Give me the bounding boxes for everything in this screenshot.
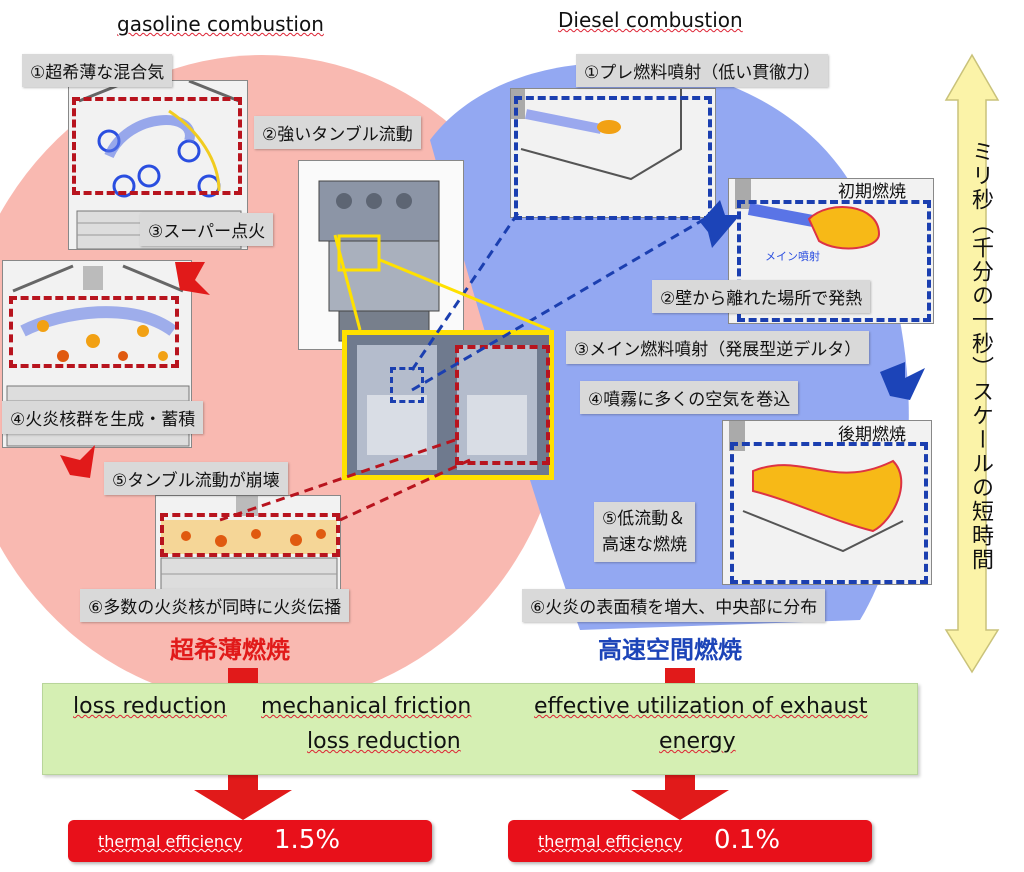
diesel-chamber-1	[510, 88, 716, 218]
gasoline-cylinder-3-frame	[160, 513, 340, 557]
gasoline-cylinder-2-frame	[9, 296, 179, 368]
diesel-step-4: ④噴霧に多くの空気を巻込	[580, 381, 799, 414]
blue-arrow-2	[880, 362, 925, 400]
initial-combustion-label: 初期燃焼	[838, 182, 906, 202]
red-big-arrow-gasoline	[194, 775, 292, 820]
diesel-step-6: ⑥火炎の表面積を増大、中央部に分布	[522, 589, 826, 622]
main-injection-label: メイン噴射	[765, 250, 820, 263]
engine-image	[298, 160, 464, 350]
yellow-connector-2	[379, 258, 551, 332]
exhaust-energy-line-1: effective utilization of exhaust	[534, 694, 868, 719]
gasoline-step-2: ②強いタンブル流動	[254, 116, 421, 149]
engine-cutaway-red-frame	[455, 345, 550, 465]
gasoline-step-6: ⑥多数の火炎核が同時に火炎伝播	[80, 589, 350, 622]
gasoline-step-5: ⑤タンブル流動が崩壊	[104, 462, 288, 495]
gasoline-step-4: ④火炎核群を生成・蓄積	[2, 401, 204, 434]
diesel-mode-label: 高速空間燃焼	[598, 636, 742, 664]
red-connector-1	[219, 438, 456, 522]
gasoline-efficiency-value: 1.5%	[274, 825, 341, 855]
blue-arrow-1	[700, 200, 740, 248]
gasoline-cylinder-1-frame	[72, 97, 242, 195]
late-combustion-label: 後期燃焼	[838, 425, 906, 445]
diesel-step-3: ③メイン燃料噴射（発展型逆デルタ）	[566, 331, 870, 364]
engine-cutaway-drawing	[357, 345, 537, 470]
diesel-chamber-3	[722, 420, 932, 585]
blue-connector-1	[410, 209, 522, 371]
gasoline-efficiency-label: thermal efficiency	[98, 832, 243, 851]
diesel-efficiency-label: thermal efficiency	[538, 832, 683, 851]
yellow-double-arrow	[944, 53, 1000, 674]
engine-cutaway-blue-frame	[390, 367, 424, 403]
diesel-chamber-1-drawing	[511, 89, 682, 181]
engine-cutaway	[342, 330, 554, 480]
loss-reduction-text: loss reduction	[73, 694, 227, 719]
diesel-efficiency-box: thermal efficiency 0.1%	[508, 820, 872, 862]
yellow-connector-1	[333, 234, 362, 331]
benefits-box	[42, 683, 918, 775]
red-arrow-1	[175, 262, 210, 295]
diesel-step-5: ⑤低流動＆ 高速な燃焼	[594, 502, 695, 562]
diesel-step-2: ②壁から離れた場所で発熱	[652, 280, 871, 313]
diesel-step-1: ①プレ燃料噴射（低い貫徹力）	[576, 54, 829, 87]
diesel-title: Diesel combustion	[558, 8, 743, 32]
red-connector-2	[339, 458, 471, 522]
gasoline-step-1: ①超希薄な混合気	[22, 54, 173, 87]
red-arrow-2	[60, 445, 95, 478]
gasoline-efficiency-box: thermal efficiency 1.5%	[68, 820, 432, 862]
gasoline-step-3: ③スーパー点火	[140, 213, 274, 246]
mechanical-friction-line-2: loss reduction	[307, 729, 461, 754]
timescale-label: ミリ秒（千分の一秒）スケールの短時間	[968, 140, 993, 572]
diesel-efficiency-value: 0.1%	[714, 825, 781, 855]
diesel-chamber-1-frame	[514, 96, 712, 220]
red-big-arrow-diesel	[631, 775, 729, 820]
exhaust-energy-line-2: energy	[659, 729, 736, 754]
diesel-chamber-3-frame	[730, 442, 928, 584]
mechanical-friction-line-1: mechanical friction	[261, 694, 472, 719]
diesel-chamber-2-frame	[737, 200, 931, 322]
gasoline-title: gasoline combustion	[117, 12, 324, 36]
gasoline-mode-label: 超希薄燃焼	[170, 636, 290, 664]
